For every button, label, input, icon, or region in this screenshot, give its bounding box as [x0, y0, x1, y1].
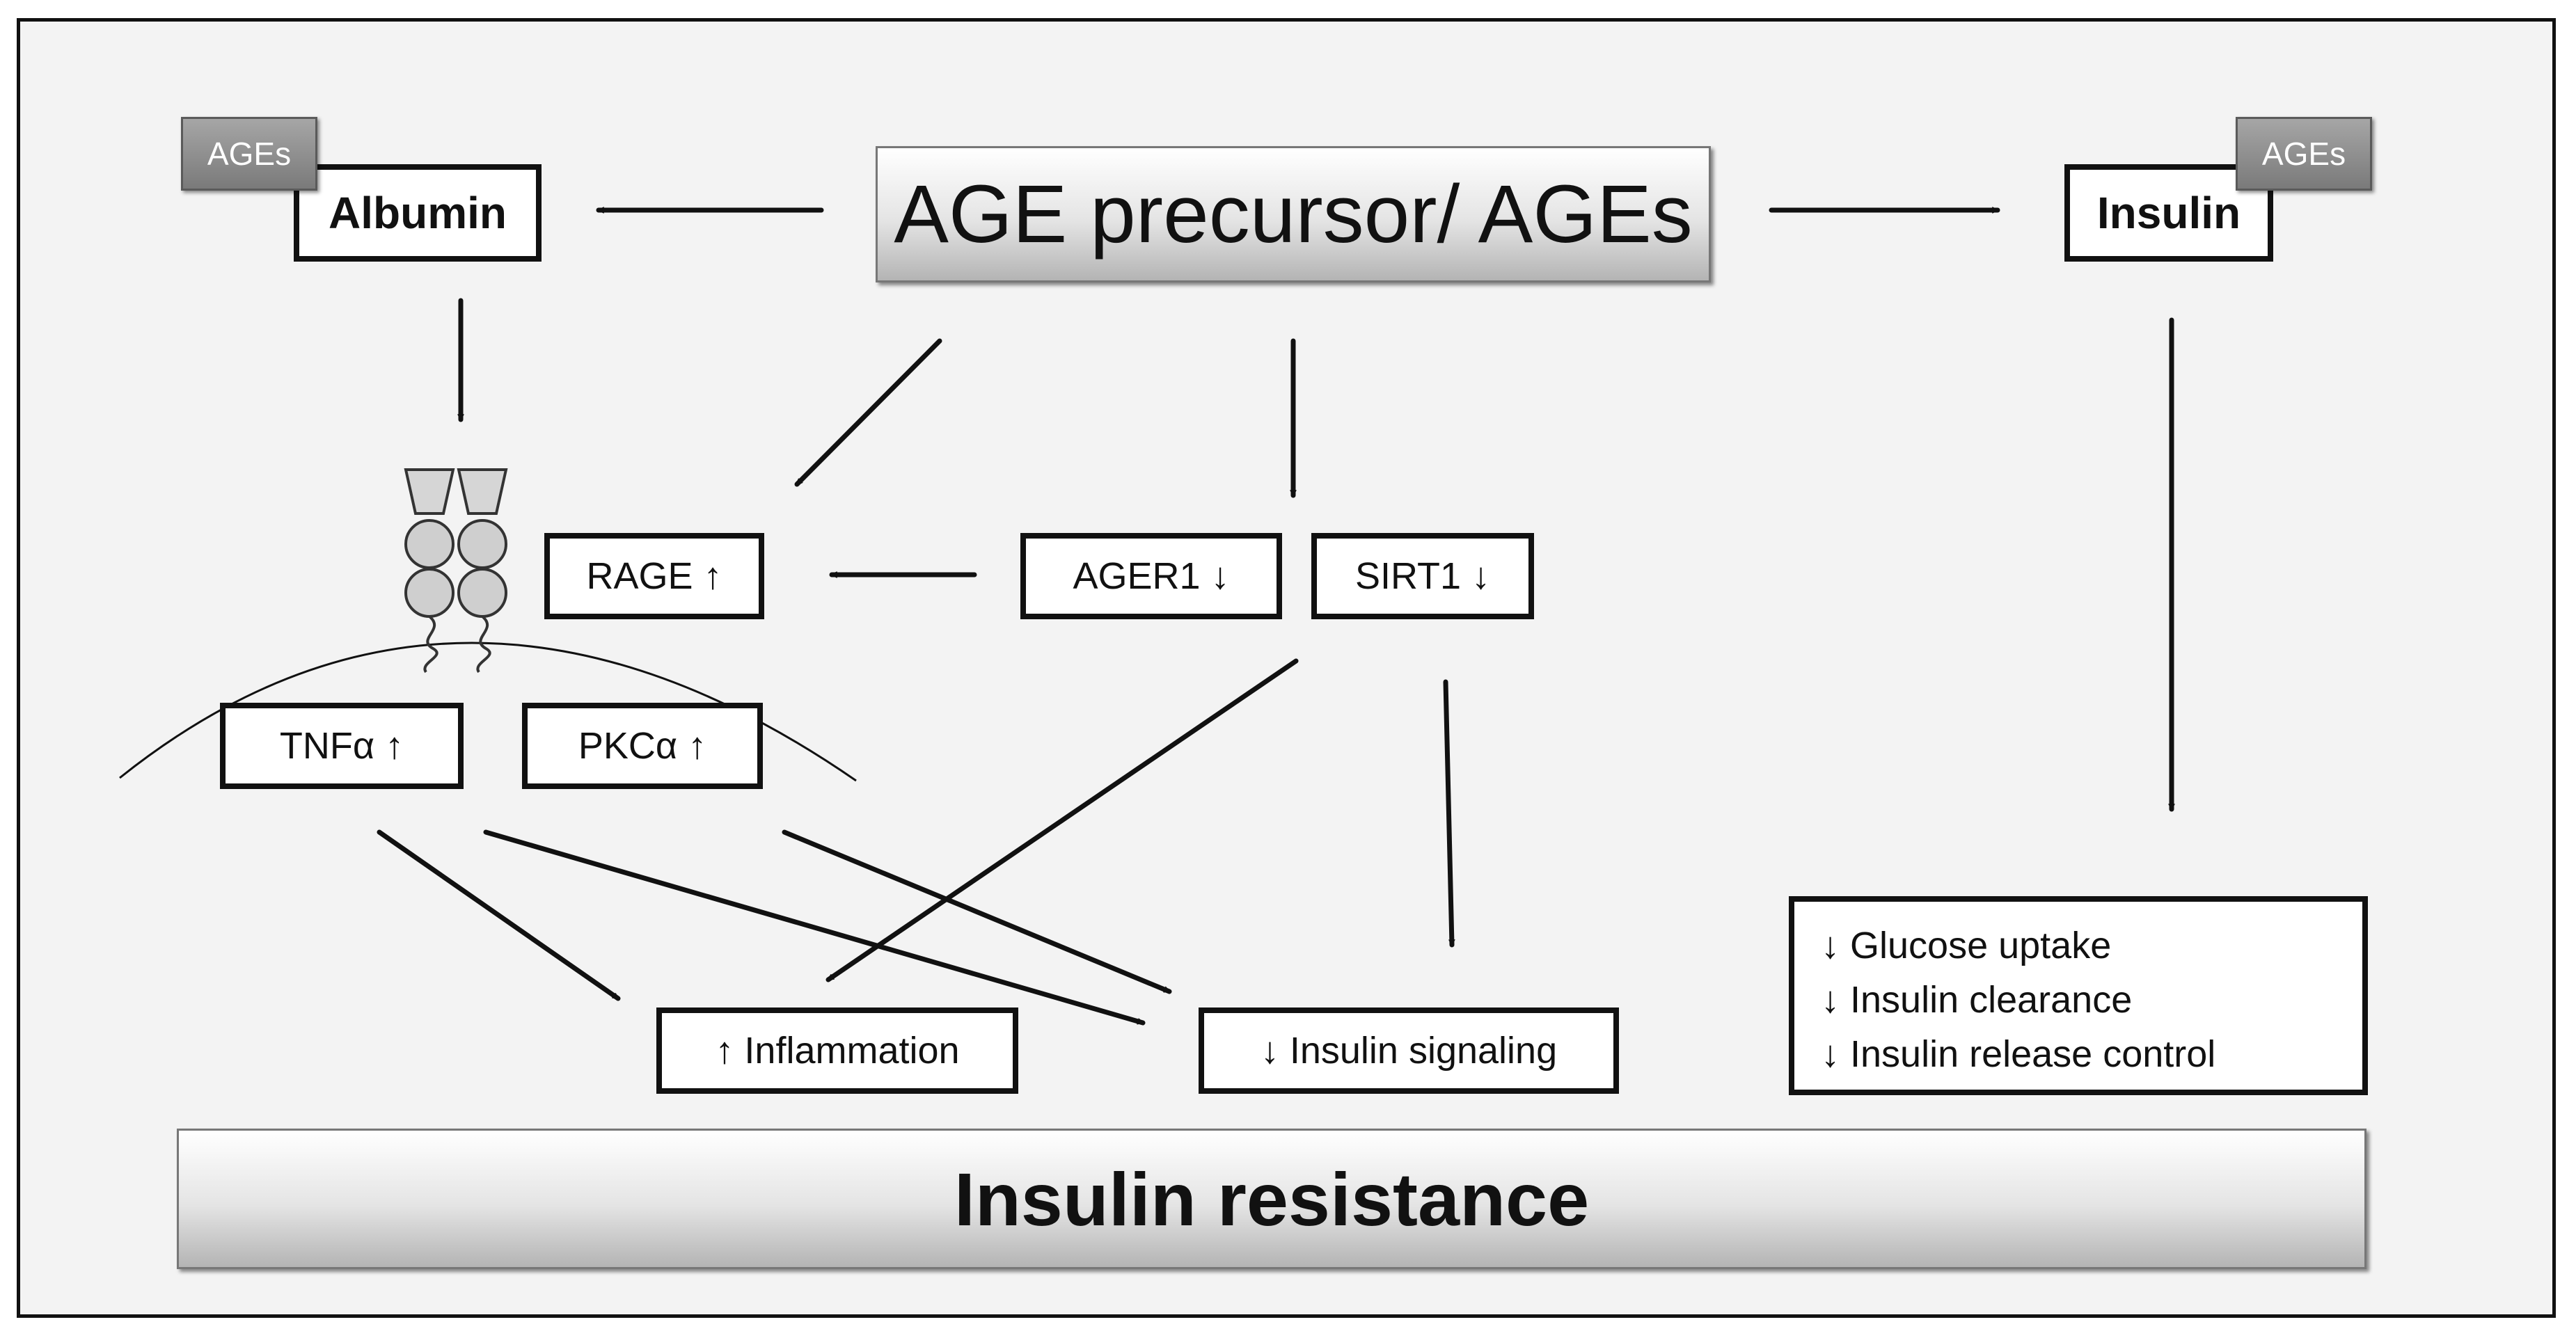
arrow-central-to-rage [794, 338, 942, 487]
rage-label: RAGE ↑ [586, 555, 722, 597]
effect-insulin-release-control: ↓ Insulin release control [1821, 1033, 2216, 1075]
age-precursor-box: AGE precursor/ AGEs [876, 146, 1711, 282]
insulin-signaling-box: ↓ Insulin signaling [1199, 1008, 1619, 1094]
albumin-box: Albumin [294, 164, 542, 262]
age-precursor-label: AGE precursor/ AGEs [894, 168, 1693, 260]
arrow-tnf-to-inflammation [377, 829, 621, 1001]
insulin-resistance-label: Insulin resistance [954, 1156, 1590, 1241]
inflammation-box: ↑ Inflammation [656, 1008, 1018, 1094]
arrow-tnf-to-insulin-signaling [483, 829, 1146, 1026]
sirt1-label: SIRT1 ↓ [1354, 555, 1491, 597]
arrow-pkc-to-insulin-signaling [782, 829, 1172, 994]
arrow-sirt1-to-insulin-signaling [1443, 679, 1452, 948]
insulin-ages-tag: AGEs [2236, 117, 2372, 191]
pkc-box: PKCα ↑ [522, 703, 763, 789]
effect-glucose-uptake: ↓ Glucose uptake [1821, 925, 2112, 966]
insulin-effects-box: ↓ Glucose uptake ↓ Insulin clearance ↓ I… [1789, 896, 2368, 1095]
albumin-ages-tag: AGEs [181, 117, 317, 191]
albumin-label: Albumin [329, 188, 507, 238]
albumin-ages-tag-label: AGEs [207, 136, 292, 172]
rage-receptor-icon [404, 468, 508, 674]
arrow-ager1-to-inflammation [825, 658, 1299, 982]
insulin-ages-tag-label: AGEs [2261, 136, 2346, 172]
tnf-box: TNFα ↑ [220, 703, 464, 789]
pkc-label: PKCα ↑ [578, 725, 707, 767]
insulin-resistance-banner: Insulin resistance [177, 1129, 2366, 1269]
inflammation-label: ↑ Inflammation [715, 1030, 960, 1072]
ager1-box: AGER1 ↓ [1020, 533, 1282, 619]
insulin-signaling-label: ↓ Insulin signaling [1260, 1030, 1558, 1072]
ager1-label: AGER1 ↓ [1073, 555, 1230, 597]
rage-box: RAGE ↑ [544, 533, 764, 619]
effect-insulin-clearance: ↓ Insulin clearance [1821, 979, 2133, 1021]
insulin-label: Insulin [2096, 188, 2241, 238]
sirt1-box: SIRT1 ↓ [1311, 533, 1534, 619]
tnf-label: TNFα ↑ [279, 725, 404, 767]
